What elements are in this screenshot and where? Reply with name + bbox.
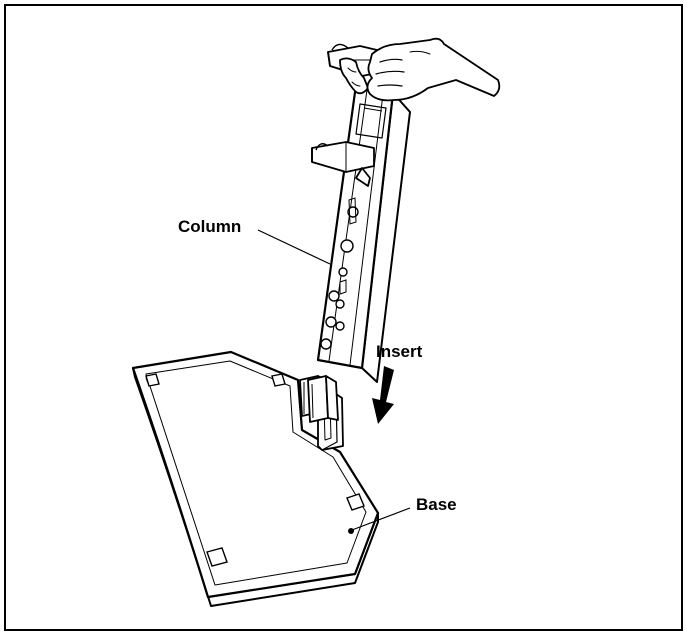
base-leader-line [351,507,411,531]
base-leader-dot [348,528,354,534]
column-body [316,83,411,383]
leader-lines [257,229,411,531]
insert-arrow-icon [372,366,394,424]
insert-label: Insert [376,342,423,361]
column-middle-bracket [311,141,375,187]
hand-icon [339,37,501,102]
column-label: Column [178,217,242,236]
base-pads [145,373,365,567]
base-label: Base [416,495,457,514]
column-leader-line [257,229,331,265]
column-fittings [320,197,359,350]
base-plate [131,350,380,607]
column-tenon [307,375,339,423]
